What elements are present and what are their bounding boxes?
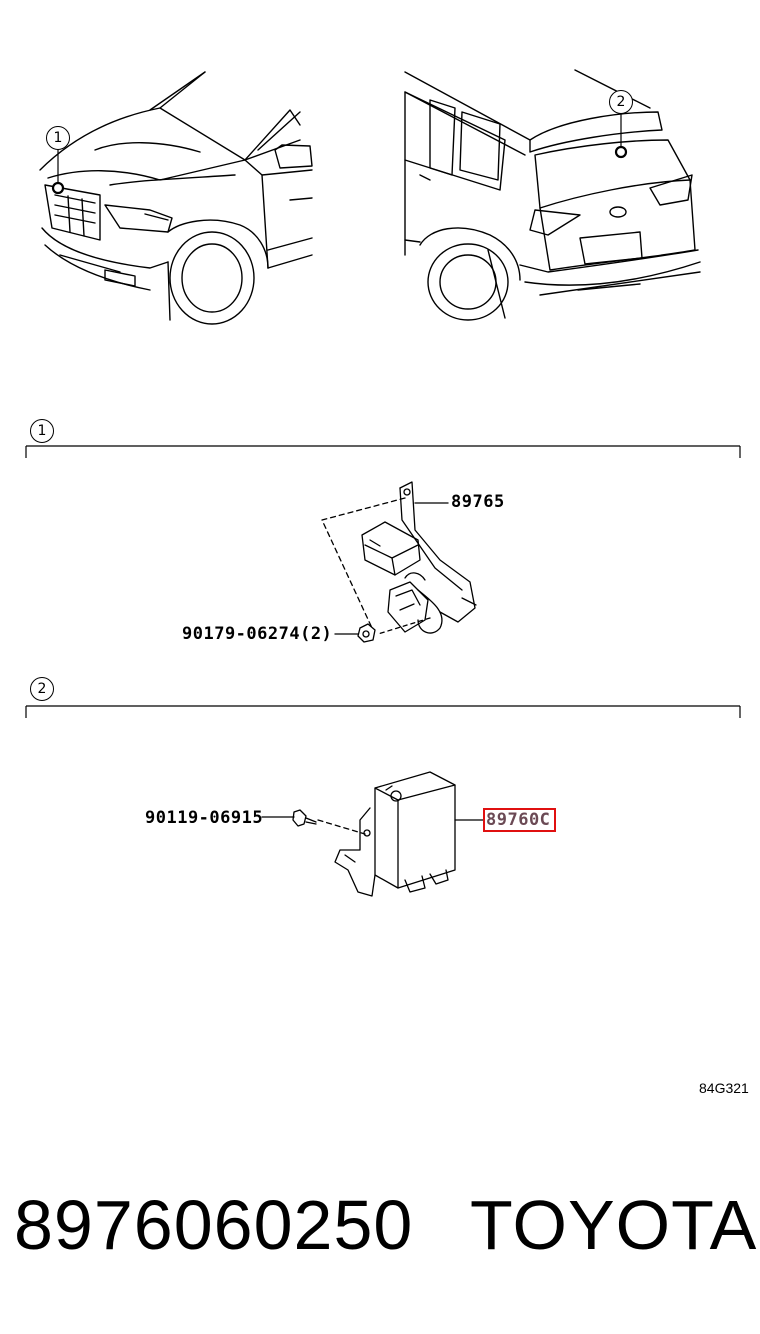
part-label-nut[interactable]: 90179-06274(2): [182, 624, 333, 644]
part-label-bolt[interactable]: 90119-06915: [145, 808, 264, 828]
figure-code: 84G321: [699, 1080, 749, 1096]
part-label-bracket[interactable]: 89765: [451, 492, 505, 512]
ecu-module-illustration: [261, 771, 485, 897]
rear-vehicle-illustration: [404, 69, 701, 321]
sensor-bracket-illustration: [321, 481, 477, 643]
front-location-callout: 1: [46, 126, 70, 150]
section2-callout: 2: [30, 677, 54, 701]
section1-frame: [25, 445, 741, 458]
rear-location-callout: 2: [609, 90, 633, 114]
footer-part-number: 8976060250: [14, 1186, 414, 1264]
part-label-ecu[interactable]: 89760C: [486, 810, 551, 830]
section1-callout: 1: [30, 419, 54, 443]
section2-frame: [25, 705, 741, 718]
front-vehicle-illustration: [39, 71, 313, 325]
highlighted-part-box: [483, 808, 556, 832]
footer-brand: TOYOTA: [470, 1186, 758, 1264]
